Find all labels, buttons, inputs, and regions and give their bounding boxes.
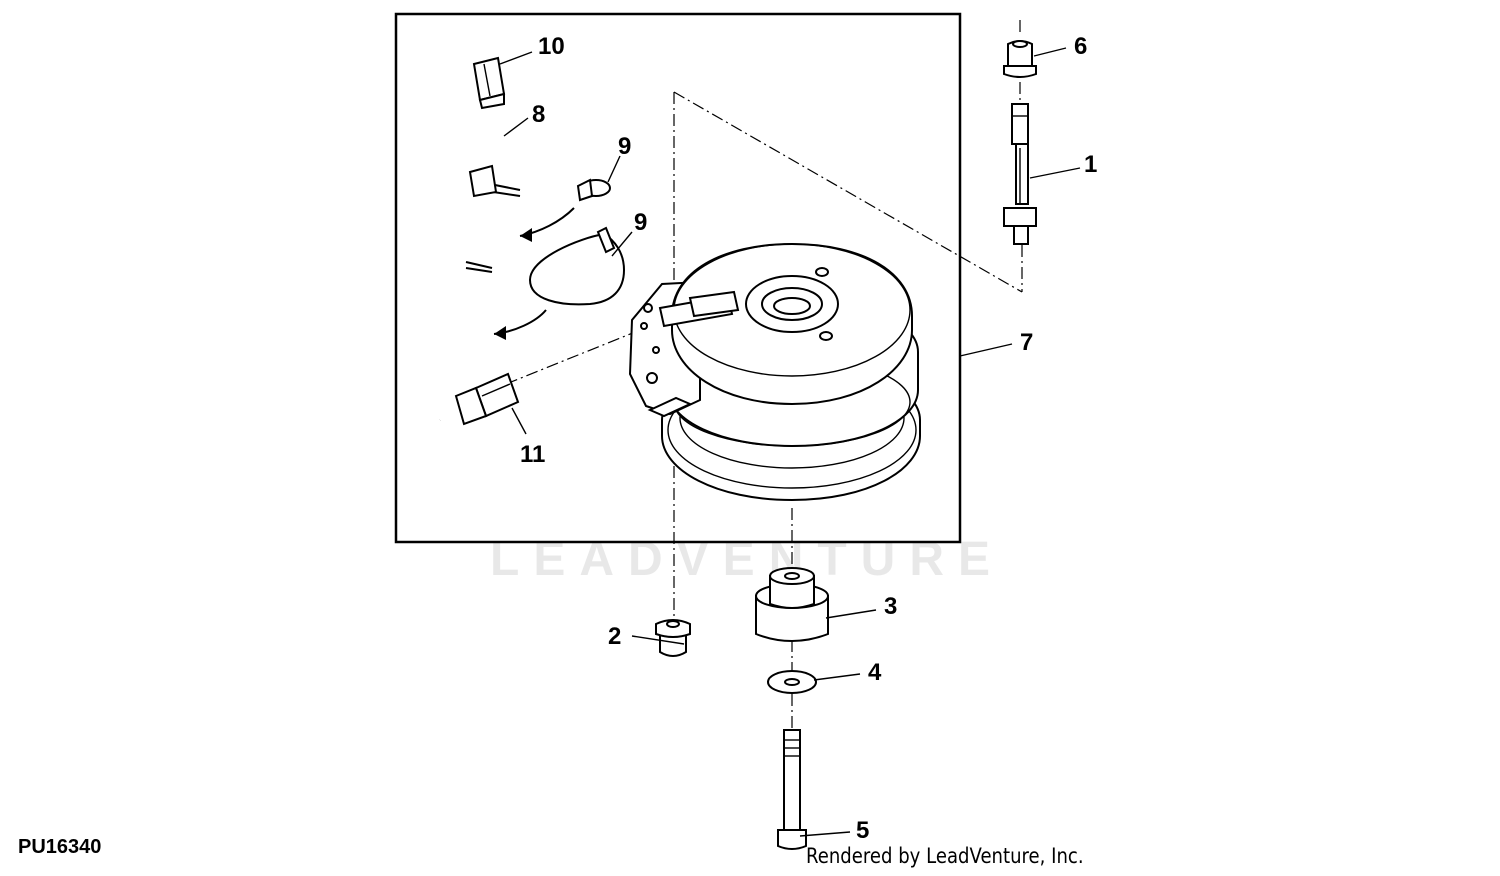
part-9-large-clamp[interactable] [528, 226, 626, 306]
part-1-shaft[interactable] [1003, 103, 1037, 245]
callout-5: 5 [856, 817, 869, 844]
callout-7: 7 [1020, 329, 1033, 356]
callout-1: 1 [1084, 151, 1097, 178]
part-9-small-clamp[interactable] [576, 178, 611, 202]
install-arrows [493, 207, 575, 340]
part-10-connector[interactable] [472, 56, 506, 110]
part-5-bolt[interactable] [777, 729, 807, 850]
part-2-nut[interactable] [655, 619, 691, 657]
render-credit: Rendered by LeadVenture, Inc. [806, 844, 1084, 868]
callout-2: 2 [608, 623, 621, 650]
part-11-connector[interactable] [454, 372, 520, 426]
part-7-pto-clutch[interactable] [628, 242, 921, 502]
part-4-washer[interactable] [767, 670, 817, 694]
callout-9-small: 9 [618, 133, 631, 160]
callout-9-large: 9 [634, 209, 647, 236]
callout-10: 10 [538, 33, 565, 60]
callout-4: 4 [868, 659, 882, 686]
callout-11: 11 [520, 441, 545, 468]
figure-code: PU16340 [18, 836, 102, 858]
callout-8: 8 [532, 101, 545, 128]
part-6-cap-nut[interactable] [1003, 40, 1037, 78]
part-8-wiring-harness[interactable] [436, 97, 521, 423]
callout-3: 3 [884, 593, 897, 620]
assembly-frame [394, 12, 962, 544]
callout-6: 6 [1074, 33, 1087, 60]
part-3-spacer[interactable] [755, 567, 829, 642]
leader-lines [499, 47, 1081, 837]
